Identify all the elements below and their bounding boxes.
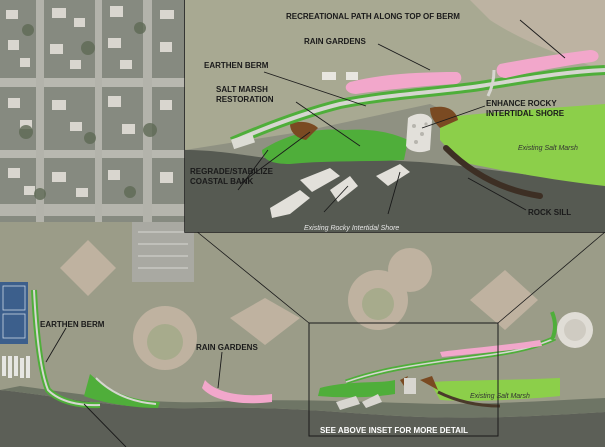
label-existing-salt-marsh-main: Existing Salt Marsh	[470, 393, 530, 400]
label-salt-marsh-line1: SALT MARSH	[216, 85, 268, 94]
label-rock-sill: ROCK SILL	[528, 208, 571, 217]
salt-marsh-restoration-area	[262, 129, 408, 164]
label-earthen-berm-main: EARTHEN BERM	[40, 320, 105, 329]
label-salt-marsh-line2: RESTORATION	[216, 95, 274, 104]
label-enhance-rocky-line1: ENHANCE ROCKY	[486, 99, 557, 108]
label-rain-gardens-inset: RAIN GARDENS	[304, 37, 366, 46]
rain-garden-inset-right	[496, 50, 599, 78]
label-enhance-rocky-line2: INTERTIDAL SHORE	[486, 109, 565, 118]
inset-connector-left	[184, 221, 310, 324]
park-aerial	[0, 222, 605, 447]
label-existing-salt-marsh-inset: Existing Salt Marsh	[518, 145, 578, 152]
label-regrade-line1: REGRADE/STABILIZE	[190, 167, 274, 176]
rain-garden-main-shape	[202, 380, 272, 404]
label-regrade-line2: COASTAL BANK	[190, 177, 253, 186]
label-see-above-inset: SEE ABOVE INSET FOR MORE DETAIL	[320, 426, 468, 435]
detail-extent-box	[308, 322, 499, 437]
existing-salt-marsh-area	[440, 104, 605, 186]
recreational-path-shape	[231, 68, 605, 144]
callout-lines	[45, 19, 566, 447]
main-plan-features	[31, 289, 560, 410]
label-existing-rocky-intertidal: Existing Rocky Intertidal Shore	[304, 225, 399, 232]
label-recreational-path: RECREATIONAL PATH ALONG TOP OF BERM	[286, 12, 460, 21]
label-earthen-berm-inset: EARTHEN BERM	[204, 61, 269, 70]
inset-connector-right	[497, 231, 605, 324]
rock-sill-shape	[443, 145, 543, 199]
rain-garden-inset-left	[345, 72, 462, 94]
label-rain-gardens-main: RAIN GARDENS	[196, 343, 258, 352]
